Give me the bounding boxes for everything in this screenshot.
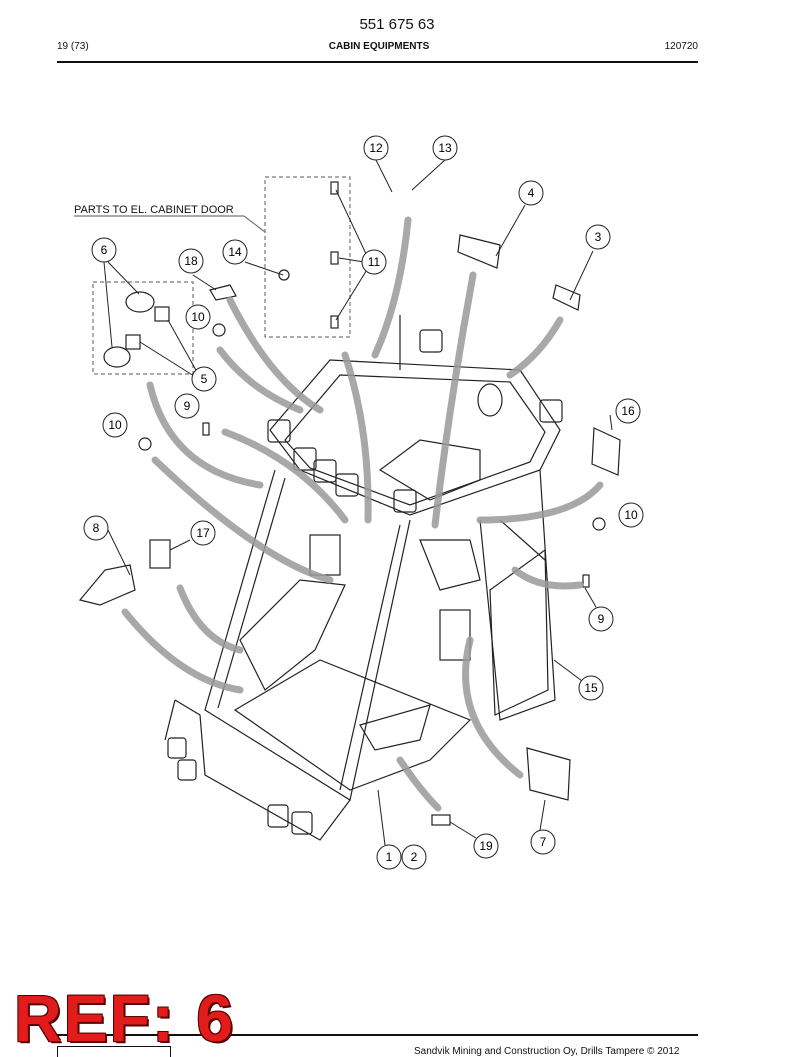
svg-text:15: 15 [584,681,598,695]
svg-text:10: 10 [624,508,638,522]
callout-14: 14 [222,239,248,265]
svg-text:19: 19 [479,839,493,853]
callout-4: 4 [518,180,544,206]
callout-18: 18 [178,248,204,274]
part-7 [526,747,571,801]
callout-9-right: 9 [588,606,614,632]
svg-text:5: 5 [201,372,208,386]
page-reference: 19 (73) [57,41,89,52]
callout-15: 15 [578,675,604,701]
ref-stamp: REF: 6 [14,981,236,1055]
cabin-floor [233,659,472,791]
callout-17: 17 [190,520,216,546]
seat [419,539,481,591]
door-parts-box-left [92,281,194,375]
callout-5: 5 [191,366,217,392]
part-3 [552,284,581,311]
svg-text:13: 13 [438,141,452,155]
callout-10-right: 10 [618,502,644,528]
callout-11: 11 [361,249,387,275]
cabinet-door-parts-box [264,176,351,338]
footer-rule [57,1034,698,1036]
part-16 [591,427,621,476]
callout-19: 19 [473,833,499,859]
date-code: 120720 [664,41,698,52]
svg-text:9: 9 [184,399,191,413]
callout-3: 3 [585,224,611,250]
callout-9-left: 9 [174,393,200,419]
callout-2: 2 [401,844,427,870]
footer-copyright: Sandvik Mining and Construction Oy, Dril… [414,1046,680,1057]
cabin-roof [269,359,561,516]
callout-16: 16 [615,398,641,424]
svg-text:8: 8 [93,521,100,535]
svg-text:18: 18 [184,254,198,268]
cabin-frame [204,469,411,801]
header-rule [57,61,698,63]
doc-number: 551 675 63 [359,16,435,33]
svg-text:12: 12 [369,141,383,155]
svg-text:16: 16 [621,404,635,418]
svg-text:10: 10 [191,310,205,324]
part-4 [457,234,501,269]
callout-6: 6 [91,237,117,263]
svg-text:7: 7 [540,835,547,849]
svg-text:11: 11 [368,255,381,269]
svg-text:4: 4 [528,186,535,200]
svg-text:6: 6 [101,243,108,257]
callout-1: 1 [376,844,402,870]
section-title: CABIN EQUIPMENTS [328,41,430,52]
callout-8: 8 [83,515,109,541]
svg-text:9: 9 [598,612,605,626]
svg-text:1: 1 [386,850,393,864]
callout-10-upper: 10 [185,304,211,330]
control-panel [239,579,346,691]
part-8 [78,564,136,606]
callout-13: 13 [432,135,458,161]
rear-door [489,548,549,716]
svg-text:10: 10 [108,418,122,432]
callout-10-left: 10 [102,412,128,438]
callout-7: 7 [530,829,556,855]
svg-text:14: 14 [228,245,242,259]
callout-12: 12 [363,135,389,161]
svg-text:17: 17 [196,526,210,540]
beacon-light [477,383,503,417]
svg-text:3: 3 [595,230,602,244]
footer-logo [57,1046,171,1057]
svg-text:2: 2 [411,850,418,864]
cabinet-door-group-label: PARTS TO EL. CABINET DOOR [74,204,234,216]
